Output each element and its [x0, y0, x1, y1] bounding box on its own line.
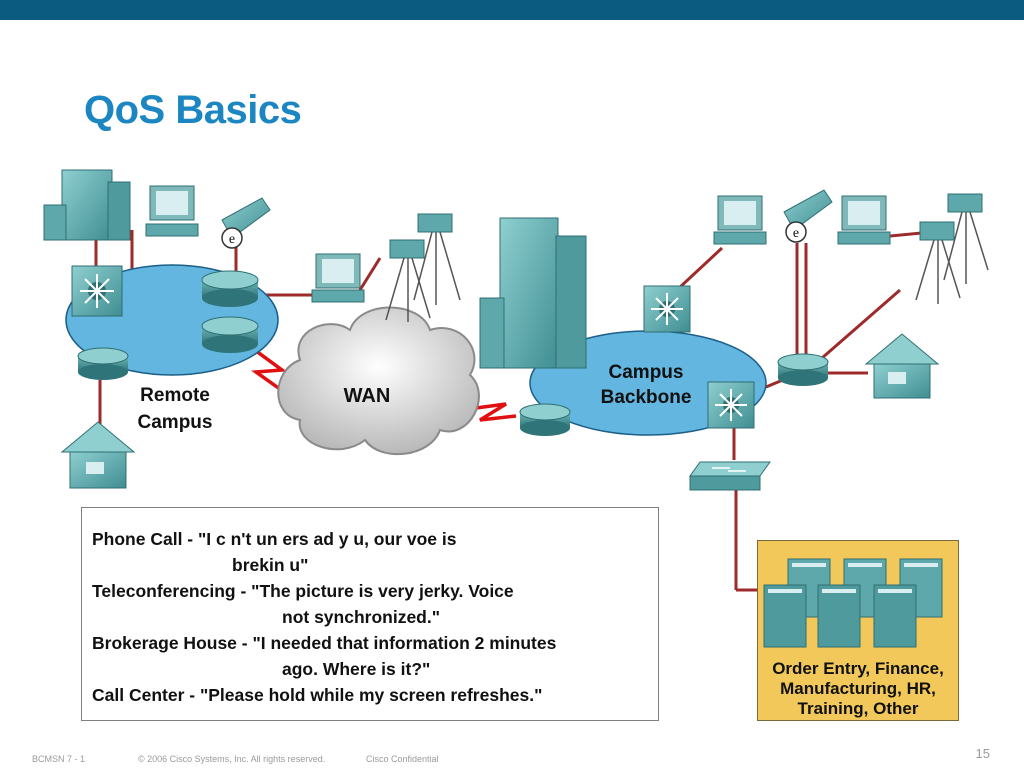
- applications-label-line: Training, Other: [797, 699, 919, 718]
- remote-campus-label-1: Remote: [140, 385, 210, 406]
- wan-serial-links: [250, 346, 517, 422]
- router-icon: [77, 347, 129, 380]
- router-icon: [201, 316, 259, 353]
- pc-icon: [311, 253, 365, 303]
- ip-phone-icon: e: [783, 189, 833, 243]
- router-icon: [201, 270, 259, 307]
- footer-course: BCMSN 7 - 1: [32, 754, 86, 764]
- applications-label: Order Entry, Finance, Manufacturing, HR,…: [758, 659, 958, 719]
- switch-icon: [643, 285, 691, 333]
- quote-line: Brokerage House - "I needed that informa…: [92, 633, 557, 653]
- ip-phone-icon: e: [221, 197, 271, 249]
- quote-line: Phone Call - "I c n't un ers ad y u, our…: [92, 529, 457, 549]
- switch-icon: [71, 265, 123, 317]
- top-accent-bar: [0, 0, 1024, 20]
- campus-backbone-label-1: Campus: [609, 362, 684, 383]
- wan-label: WAN: [344, 385, 391, 407]
- wan-cloud: [277, 306, 480, 456]
- page-title: QoS Basics: [84, 88, 302, 132]
- server-icon: [763, 584, 807, 648]
- pc-icon: [713, 195, 767, 245]
- building-icon: [479, 217, 587, 369]
- campus-backbone-label-2: Backbone: [601, 387, 692, 408]
- applications-label-line: Manufacturing, HR,: [780, 679, 936, 698]
- quote-continuation: brekin u": [232, 555, 309, 575]
- applications-box: Order Entry, Finance, Manufacturing, HR,…: [757, 540, 959, 721]
- user-complaints-box: Phone Call - "I c n't un ers ad y u, our…: [81, 507, 659, 721]
- workgroup-switch-icon: [689, 461, 771, 491]
- pc-icon: [837, 195, 891, 245]
- quote-line: Teleconferencing - "The picture is very …: [92, 581, 514, 601]
- svg-text:e: e: [229, 232, 235, 247]
- quote-continuation: not synchronized.": [282, 607, 441, 627]
- house-icon: [864, 333, 940, 399]
- applications-label-line: Order Entry, Finance,: [772, 659, 944, 678]
- network-links: [94, 230, 933, 592]
- router-icon: [777, 353, 829, 386]
- pc-icon: [145, 185, 199, 237]
- server-icon: [873, 584, 917, 648]
- router-icon: [519, 403, 571, 436]
- quote-line: Call Center - "Please hold while my scre…: [92, 685, 543, 705]
- page-number: 15: [975, 746, 990, 761]
- footer-copyright: © 2006 Cisco Systems, Inc. All rights re…: [138, 754, 326, 764]
- quote-continuation: ago. Where is it?": [282, 659, 431, 679]
- footer-confidential: Cisco Confidential: [366, 754, 439, 764]
- svg-text:e: e: [793, 226, 799, 241]
- video-camera-icon: [915, 193, 989, 304]
- server-icon: [817, 584, 861, 648]
- building-icon: [43, 169, 131, 241]
- server-farm: [763, 558, 943, 648]
- house-icon: [60, 421, 136, 489]
- switch-icon: [707, 381, 755, 429]
- remote-campus-label-2: Campus: [138, 412, 213, 433]
- video-camera-icon: [385, 213, 461, 322]
